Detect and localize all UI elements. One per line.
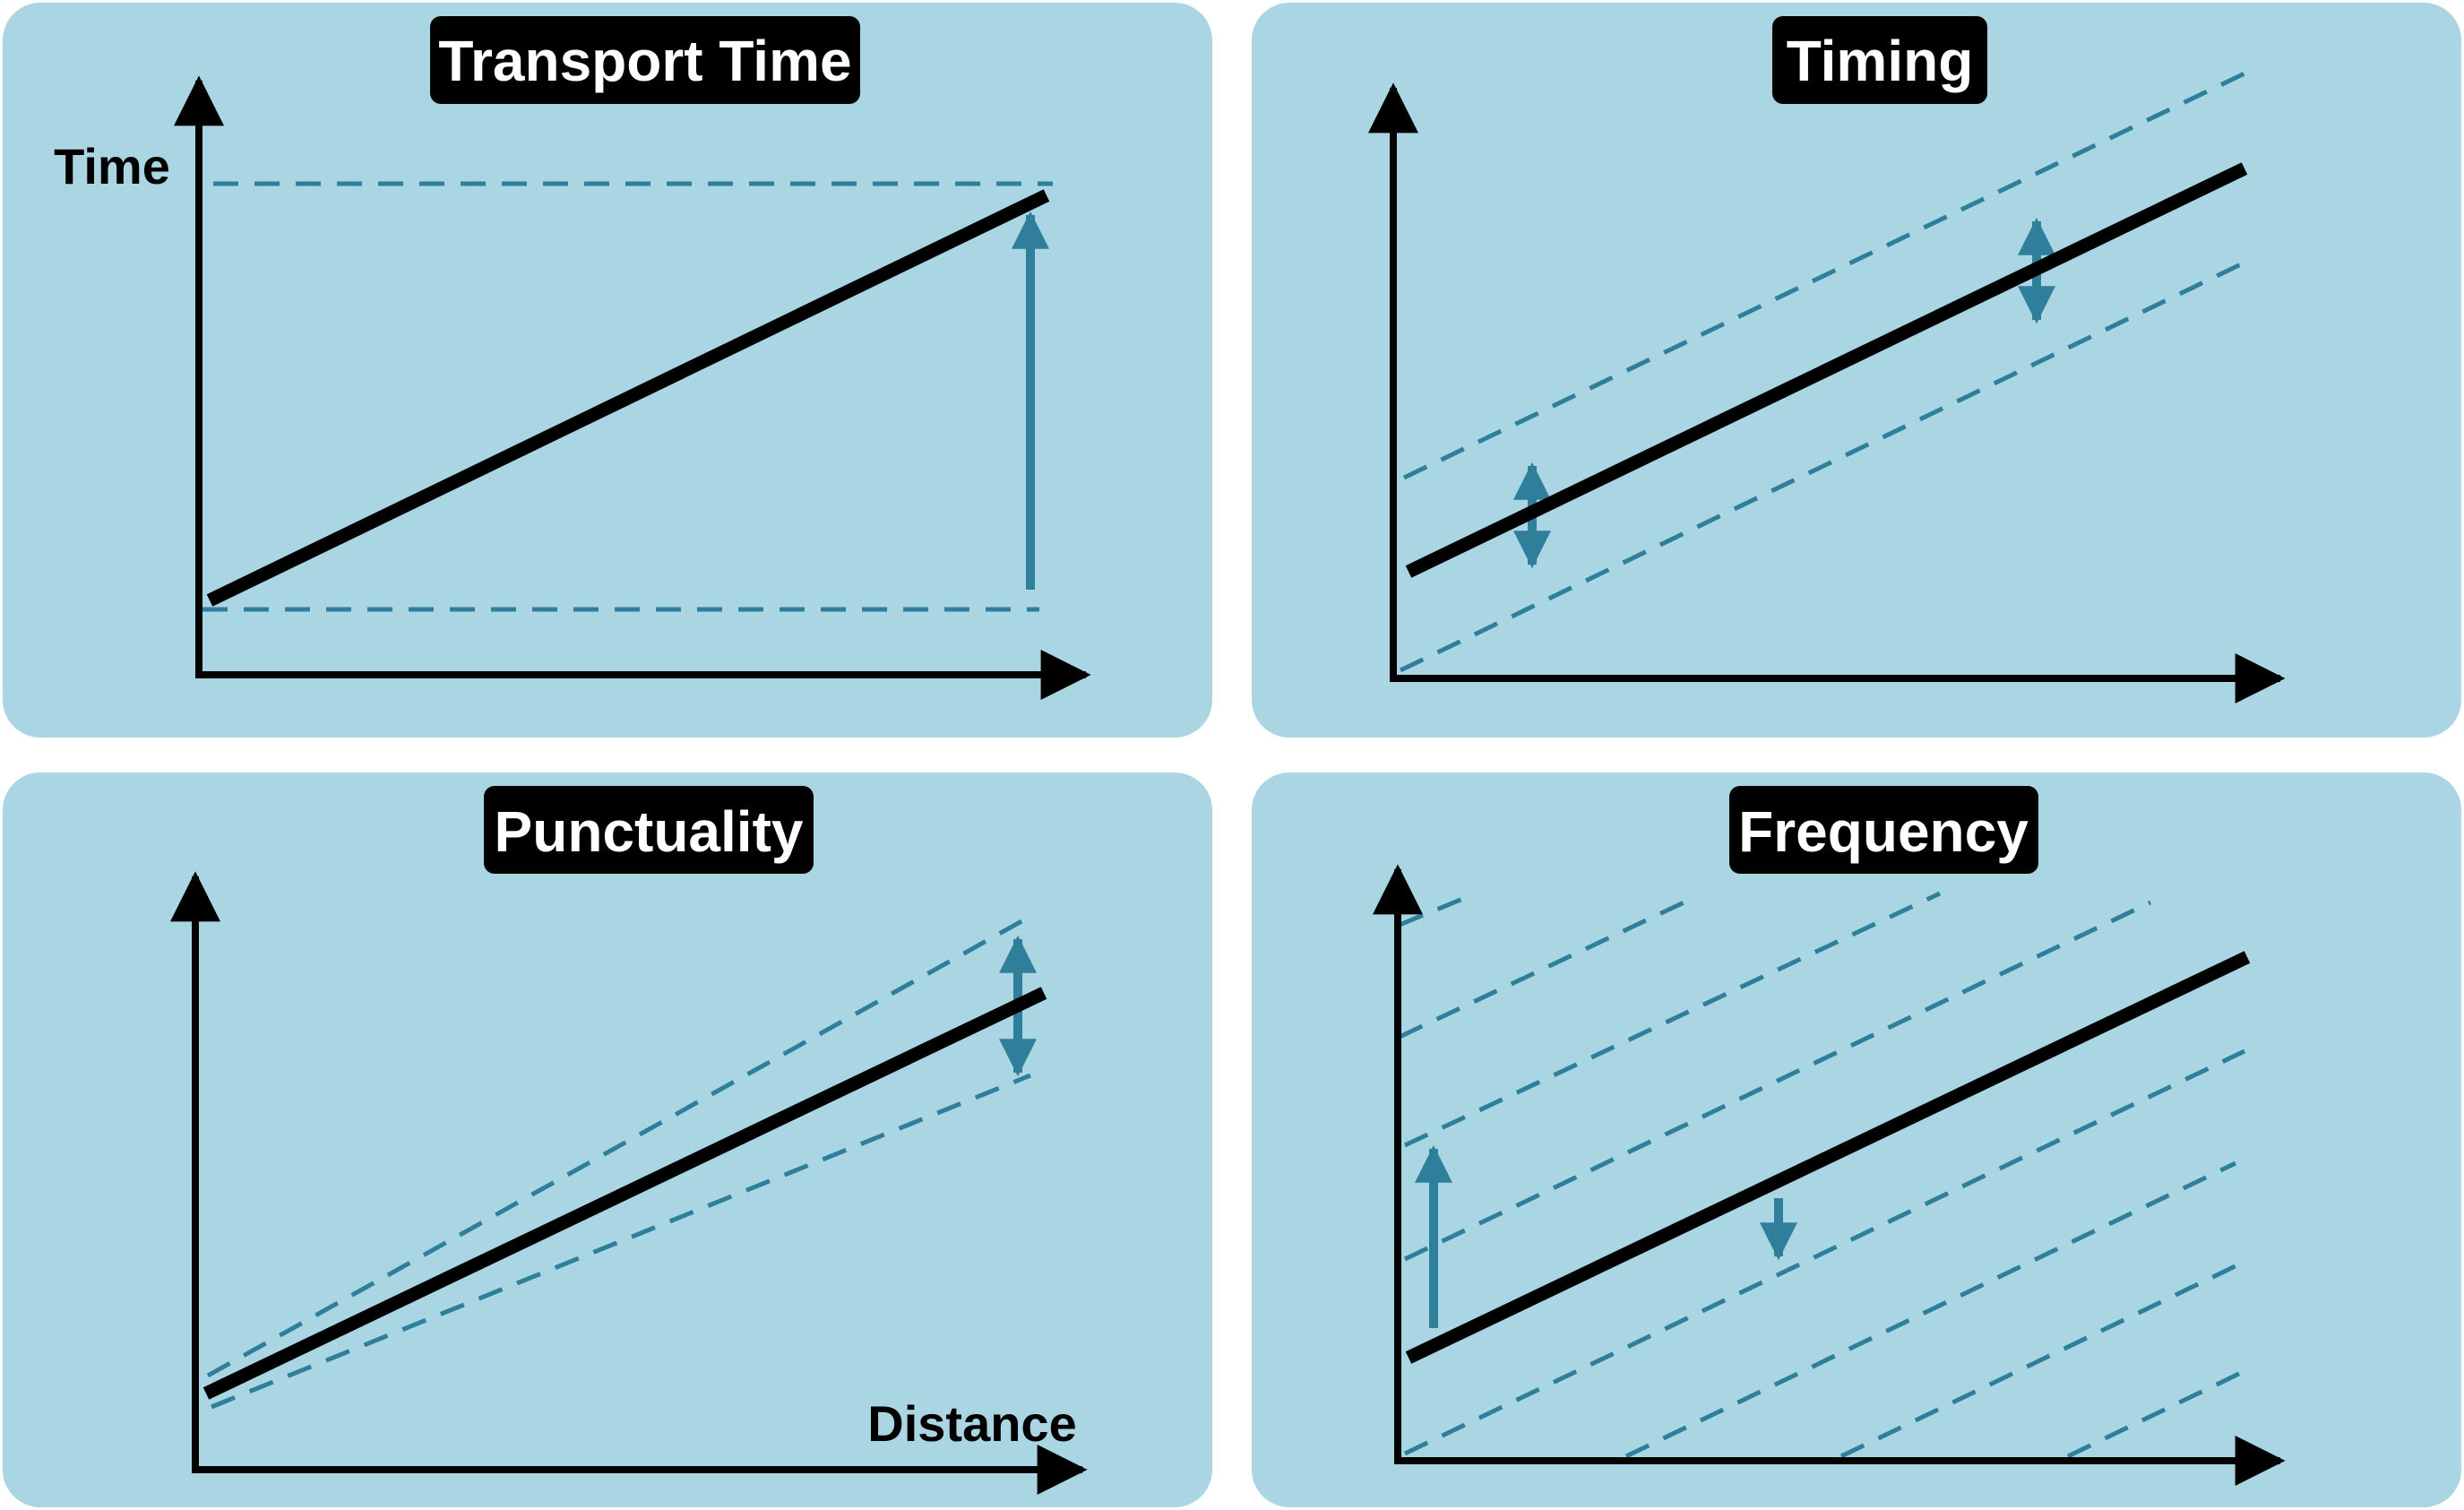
title-badge <box>484 786 814 874</box>
panel-timing: Timing <box>1252 3 2461 738</box>
axes <box>170 871 1088 1495</box>
axes <box>1368 82 2286 703</box>
title-badge <box>1772 16 1987 104</box>
panel-transport-time: Transport Time Time <box>3 3 1212 738</box>
y-axis-label: Time <box>54 138 170 194</box>
axes <box>174 75 1091 700</box>
panel-background <box>1252 3 2461 738</box>
title-badge <box>1729 786 2038 874</box>
x-axis-label: Distance <box>867 1395 1076 1452</box>
panel-title: Punctuality <box>495 799 804 864</box>
axes <box>1373 864 2286 1486</box>
panel-title: Transport Time <box>438 29 851 93</box>
panel-title: Frequency <box>1738 799 2029 864</box>
panel-title: Timing <box>1787 29 1974 93</box>
panel-frequency: Frequency <box>1252 772 2461 1507</box>
panel-punctuality: Punctuality Distance <box>3 772 1212 1507</box>
